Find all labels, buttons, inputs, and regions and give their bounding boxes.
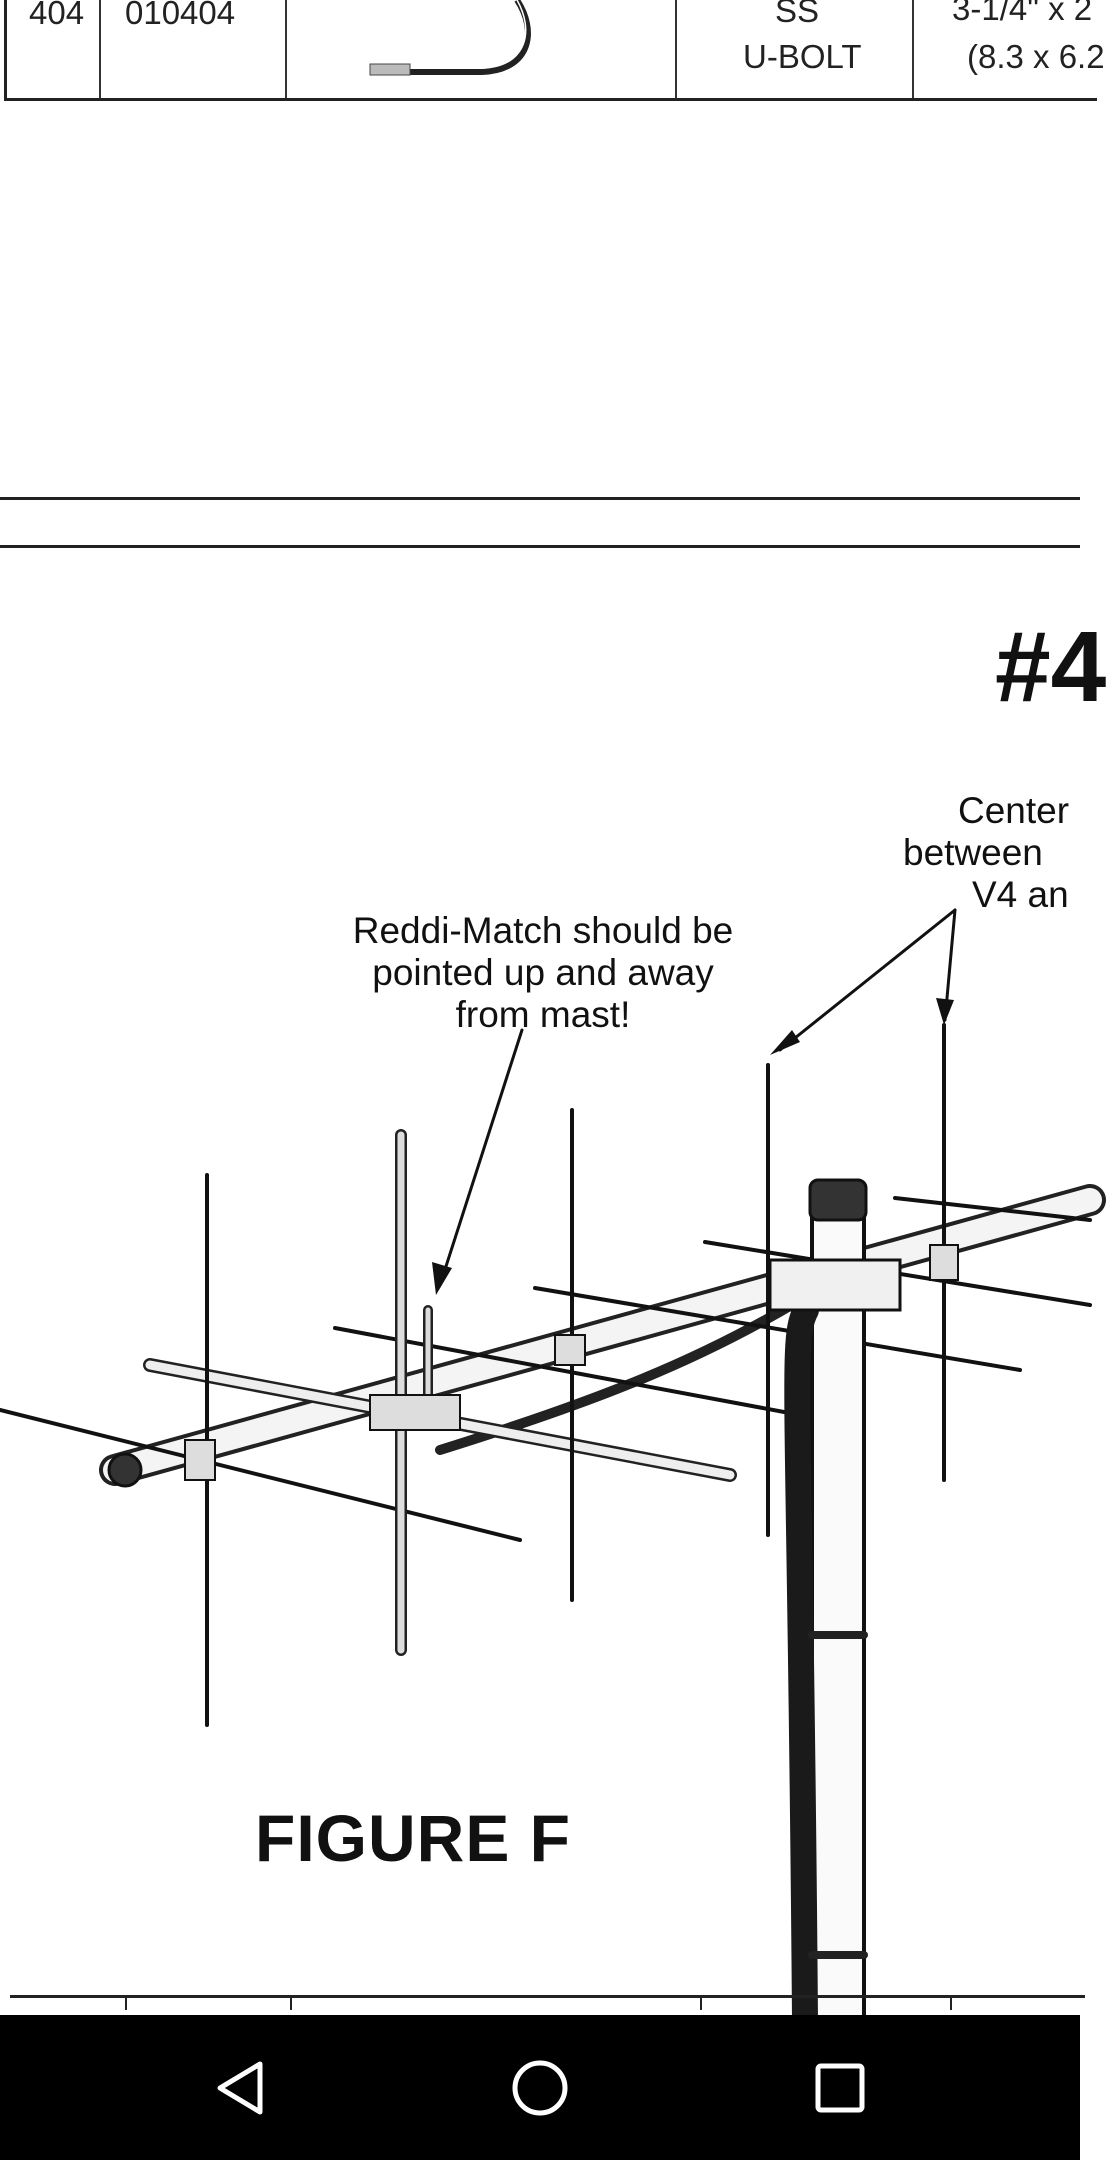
- figure-label: FIGURE F: [255, 1801, 571, 1875]
- recents-icon: [815, 2063, 865, 2112]
- item-number: 404: [29, 0, 85, 31]
- table-divider: [285, 0, 287, 98]
- section-title: #4: [995, 611, 1106, 723]
- table-divider: [675, 0, 677, 98]
- parts-table: 404 010404 SS U-BOLT 3-1/4" x 2 (8.3 x 6…: [4, 0, 1105, 101]
- parts-table-top-edge: [10, 1995, 1085, 2010]
- antenna-illustration: [0, 908, 1106, 2033]
- callout-center-line: V4 an: [972, 874, 1069, 915]
- section-divider: [0, 545, 1080, 548]
- callout-reddi-match-line: Reddi-Match should be: [352, 910, 734, 951]
- section-divider: [0, 497, 1080, 500]
- back-icon: [217, 2061, 263, 2114]
- u-bolt-illustration: [369, 0, 531, 76]
- system-navigation-bar: [0, 2015, 1080, 2160]
- home-button[interactable]: [470, 2015, 610, 2160]
- callout-center-line: between: [903, 832, 1043, 873]
- description: U-BOLT: [743, 38, 862, 75]
- table-divider: [912, 0, 914, 98]
- table-divider: [99, 0, 101, 98]
- size-imperial: 3-1/4" x 2: [952, 0, 1093, 27]
- callout-reddi-match-line: from mast!: [455, 994, 631, 1035]
- callout-center-line: Center: [958, 790, 1070, 831]
- home-icon: [512, 2060, 568, 2115]
- back-button[interactable]: [170, 2015, 310, 2160]
- callout-reddi-match-line: pointed up and away: [372, 952, 714, 993]
- recents-button[interactable]: [770, 2015, 910, 2160]
- size-metric: (8.3 x 6.2: [967, 38, 1105, 75]
- part-number: 010404: [125, 0, 236, 31]
- material: SS: [775, 0, 820, 29]
